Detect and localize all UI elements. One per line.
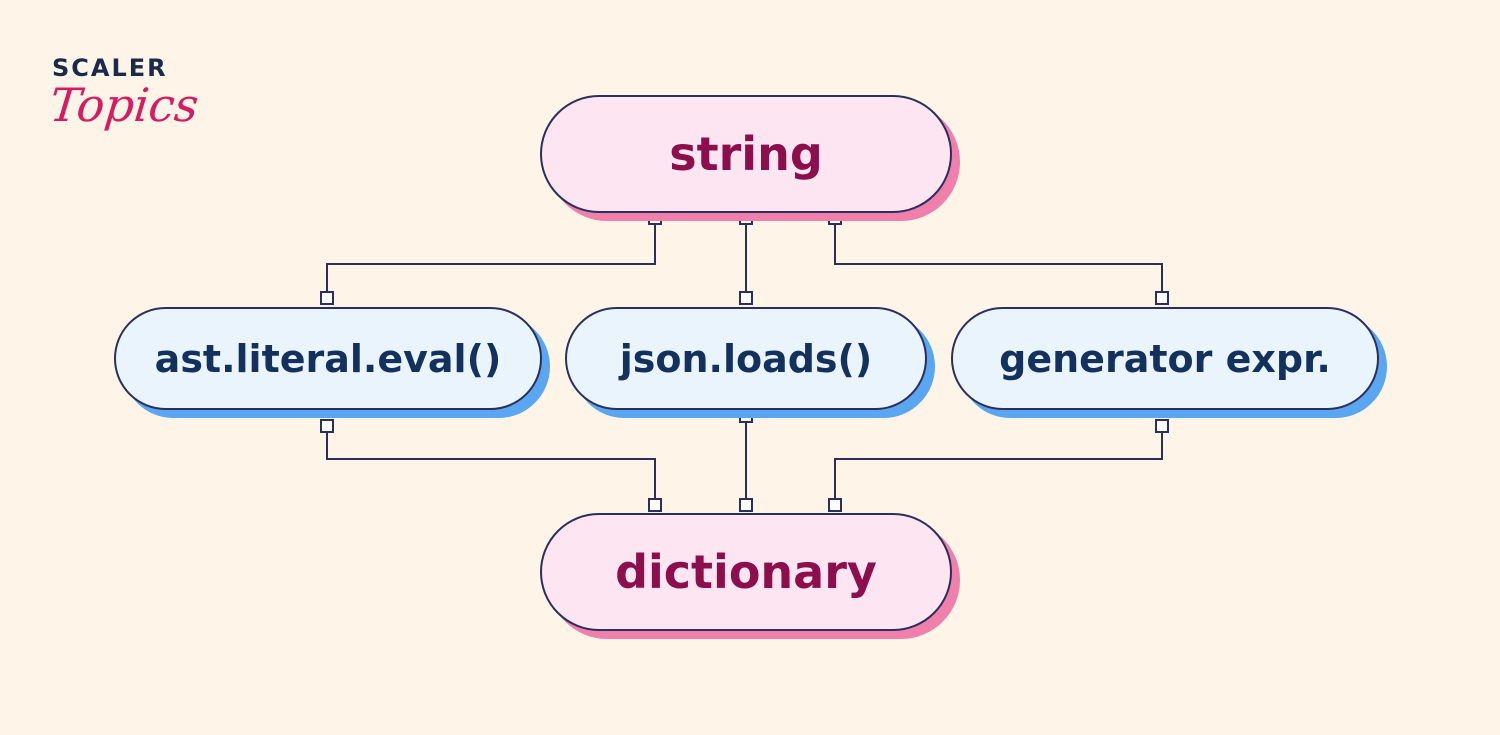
wire-string-to-gen <box>834 218 1163 298</box>
connector-port <box>828 211 842 225</box>
logo-wordmark-topics: Topics <box>47 78 202 132</box>
connector-port <box>320 291 334 305</box>
connector-port <box>739 291 753 305</box>
connector-port <box>1155 419 1169 433</box>
connector-port <box>648 498 662 512</box>
node-ast-literal-eval: ast.literal.eval() <box>114 307 542 410</box>
node-generator-expr: generator expr. <box>951 307 1379 410</box>
wire-string-to-ast <box>326 218 656 298</box>
node-json-loads: json.loads() <box>565 307 927 410</box>
connector-port <box>828 498 842 512</box>
wire-ast-to-dict <box>326 426 656 505</box>
connector-port <box>739 211 753 225</box>
node-dictionary: dictionary <box>540 513 952 631</box>
logo-wordmark-scaler: SCALER <box>52 54 168 82</box>
connector-port <box>739 498 753 512</box>
node-string: string <box>540 95 952 213</box>
wire-gen-to-dict <box>834 426 1163 505</box>
connector-port <box>739 409 753 423</box>
connector-port <box>648 211 662 225</box>
scaler-topics-logo: SCALER Topics <box>47 54 201 132</box>
connector-port <box>1155 291 1169 305</box>
connector-port <box>320 419 334 433</box>
